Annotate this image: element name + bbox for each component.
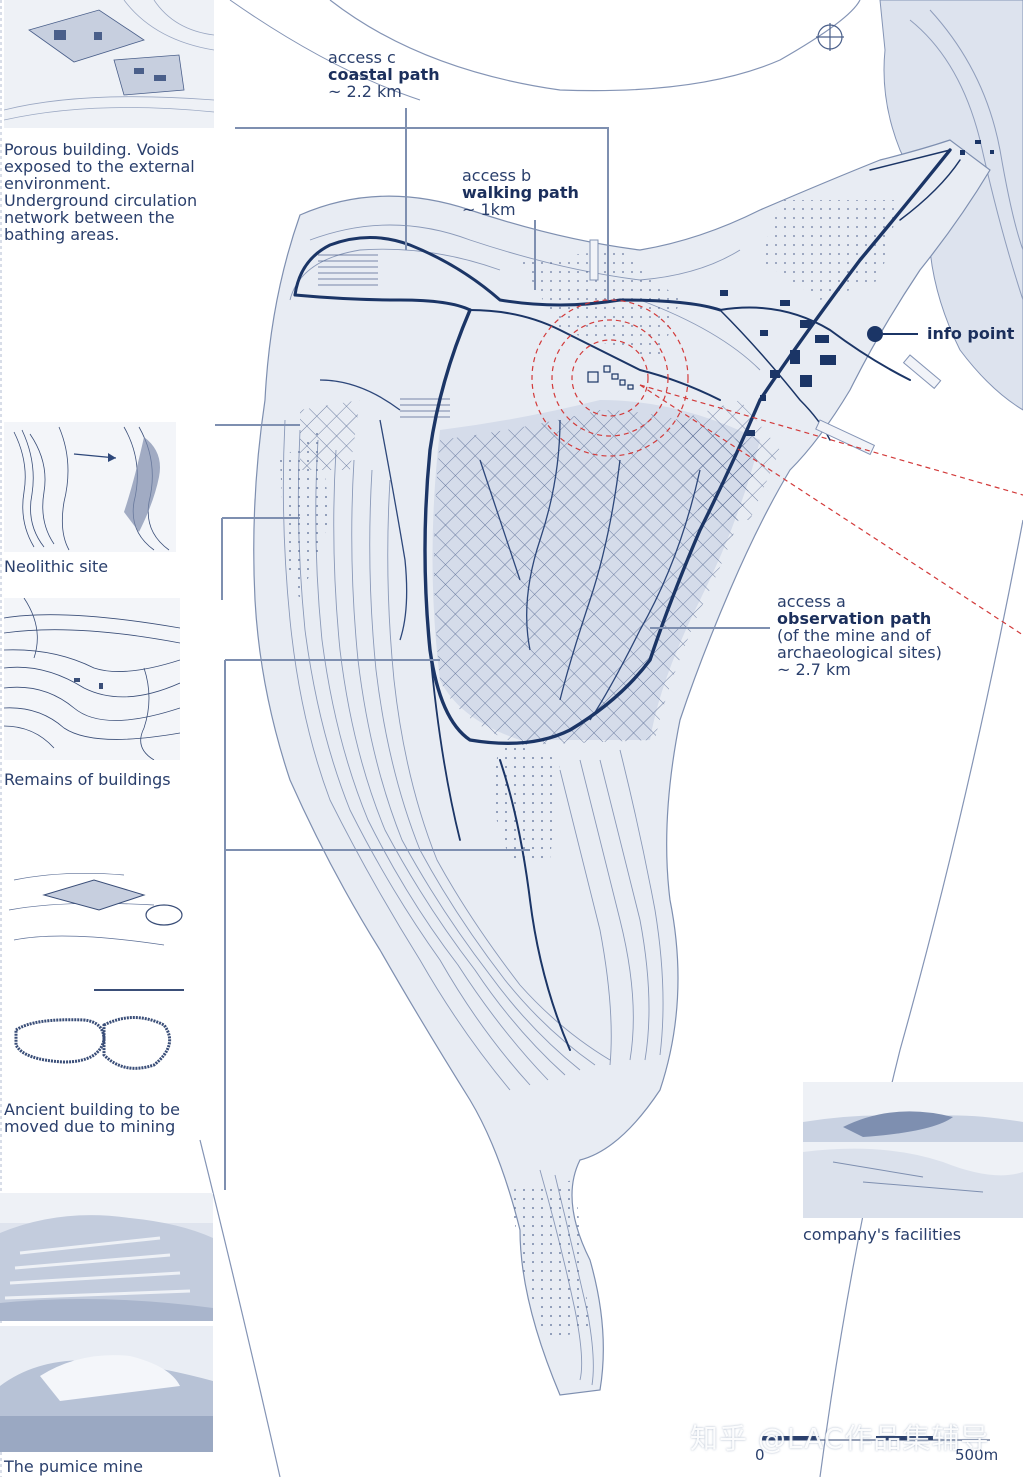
access-c-label: access c coastal path ~ 2.2 km (328, 49, 440, 100)
info-point-icon (867, 326, 883, 342)
coastline (819, 519, 1023, 1477)
secondary-path (429, 649, 461, 841)
access-a-title: access a (777, 592, 846, 611)
porous-building-caption: Porous building. Voids exposed to the ex… (4, 140, 198, 244)
secondary-path (899, 159, 961, 221)
pumice-mine-thumbnail-1 (0, 1193, 213, 1321)
dotted-zone (760, 200, 900, 300)
remains-thumbnail (4, 598, 180, 760)
ancient-building-thumbnail (4, 850, 190, 1090)
dotted-zone (280, 430, 330, 600)
dotted-zone (490, 740, 560, 860)
access-c-title: access c (328, 48, 396, 67)
scale-start: 0 (755, 1446, 765, 1464)
line-hatch (400, 395, 450, 420)
coastal-path (293, 293, 472, 312)
access-b-length: ~ 1km (462, 200, 516, 219)
access-b-title: access b (462, 166, 532, 185)
access-a-label: access a observation path (of the mine a… (777, 593, 987, 678)
leader-lines (215, 108, 770, 1190)
access-b-label: access b walking path ~ 1km (462, 167, 579, 218)
company-facilities-thumbnail (803, 1082, 1023, 1218)
access-c-length: ~ 2.2 km (328, 82, 402, 101)
access-a-name: observation path (777, 609, 932, 628)
company-facilities-caption: company's facilities (803, 1225, 962, 1244)
scale-end: 500m (955, 1446, 999, 1464)
observation-path (423, 148, 952, 746)
scale-bar (762, 1436, 990, 1441)
remains-caption: Remains of buildings (4, 770, 171, 789)
mainland-contour (929, 9, 1023, 251)
secondary-path (719, 306, 911, 381)
coastal-path (293, 236, 722, 312)
streams (319, 379, 701, 721)
coastline (229, 0, 421, 101)
info-point-label: info point (927, 324, 1015, 343)
dotted-zone (520, 250, 680, 360)
neolithic-caption: Neolithic site (4, 557, 109, 576)
access-a-detail: (of the mine and of archaeological sites… (777, 626, 942, 662)
port-buildings (720, 140, 994, 436)
viewshed-circles (531, 299, 689, 457)
pumice-mine-caption: The pumice mine (4, 1457, 143, 1476)
watermark: 知乎 @LAC作品集辅导 (690, 1422, 990, 1455)
secondary-path (499, 759, 571, 1051)
coastline (329, 0, 861, 92)
dotted-zone (510, 1180, 590, 1340)
porous-building-thumbnail (4, 0, 214, 128)
ancient-building-caption: Ancient building to be moved due to mini… (4, 1100, 180, 1136)
walking-path (469, 309, 721, 401)
line-hatch (318, 250, 378, 290)
access-c-name: coastal path (328, 65, 440, 84)
access-a-length: ~ 2.7 km (777, 660, 851, 679)
hatched-area (300, 400, 360, 470)
access-b-name: walking path (462, 183, 579, 202)
pumice-mine-thumbnail-2 (0, 1326, 213, 1452)
sightlines (639, 384, 1023, 636)
north-arrow-icon (816, 23, 844, 51)
neolithic-thumbnail (4, 422, 176, 552)
piers (589, 239, 942, 456)
site-buildings (587, 365, 634, 390)
secondary-path (869, 149, 951, 171)
coastline (199, 1139, 281, 1477)
